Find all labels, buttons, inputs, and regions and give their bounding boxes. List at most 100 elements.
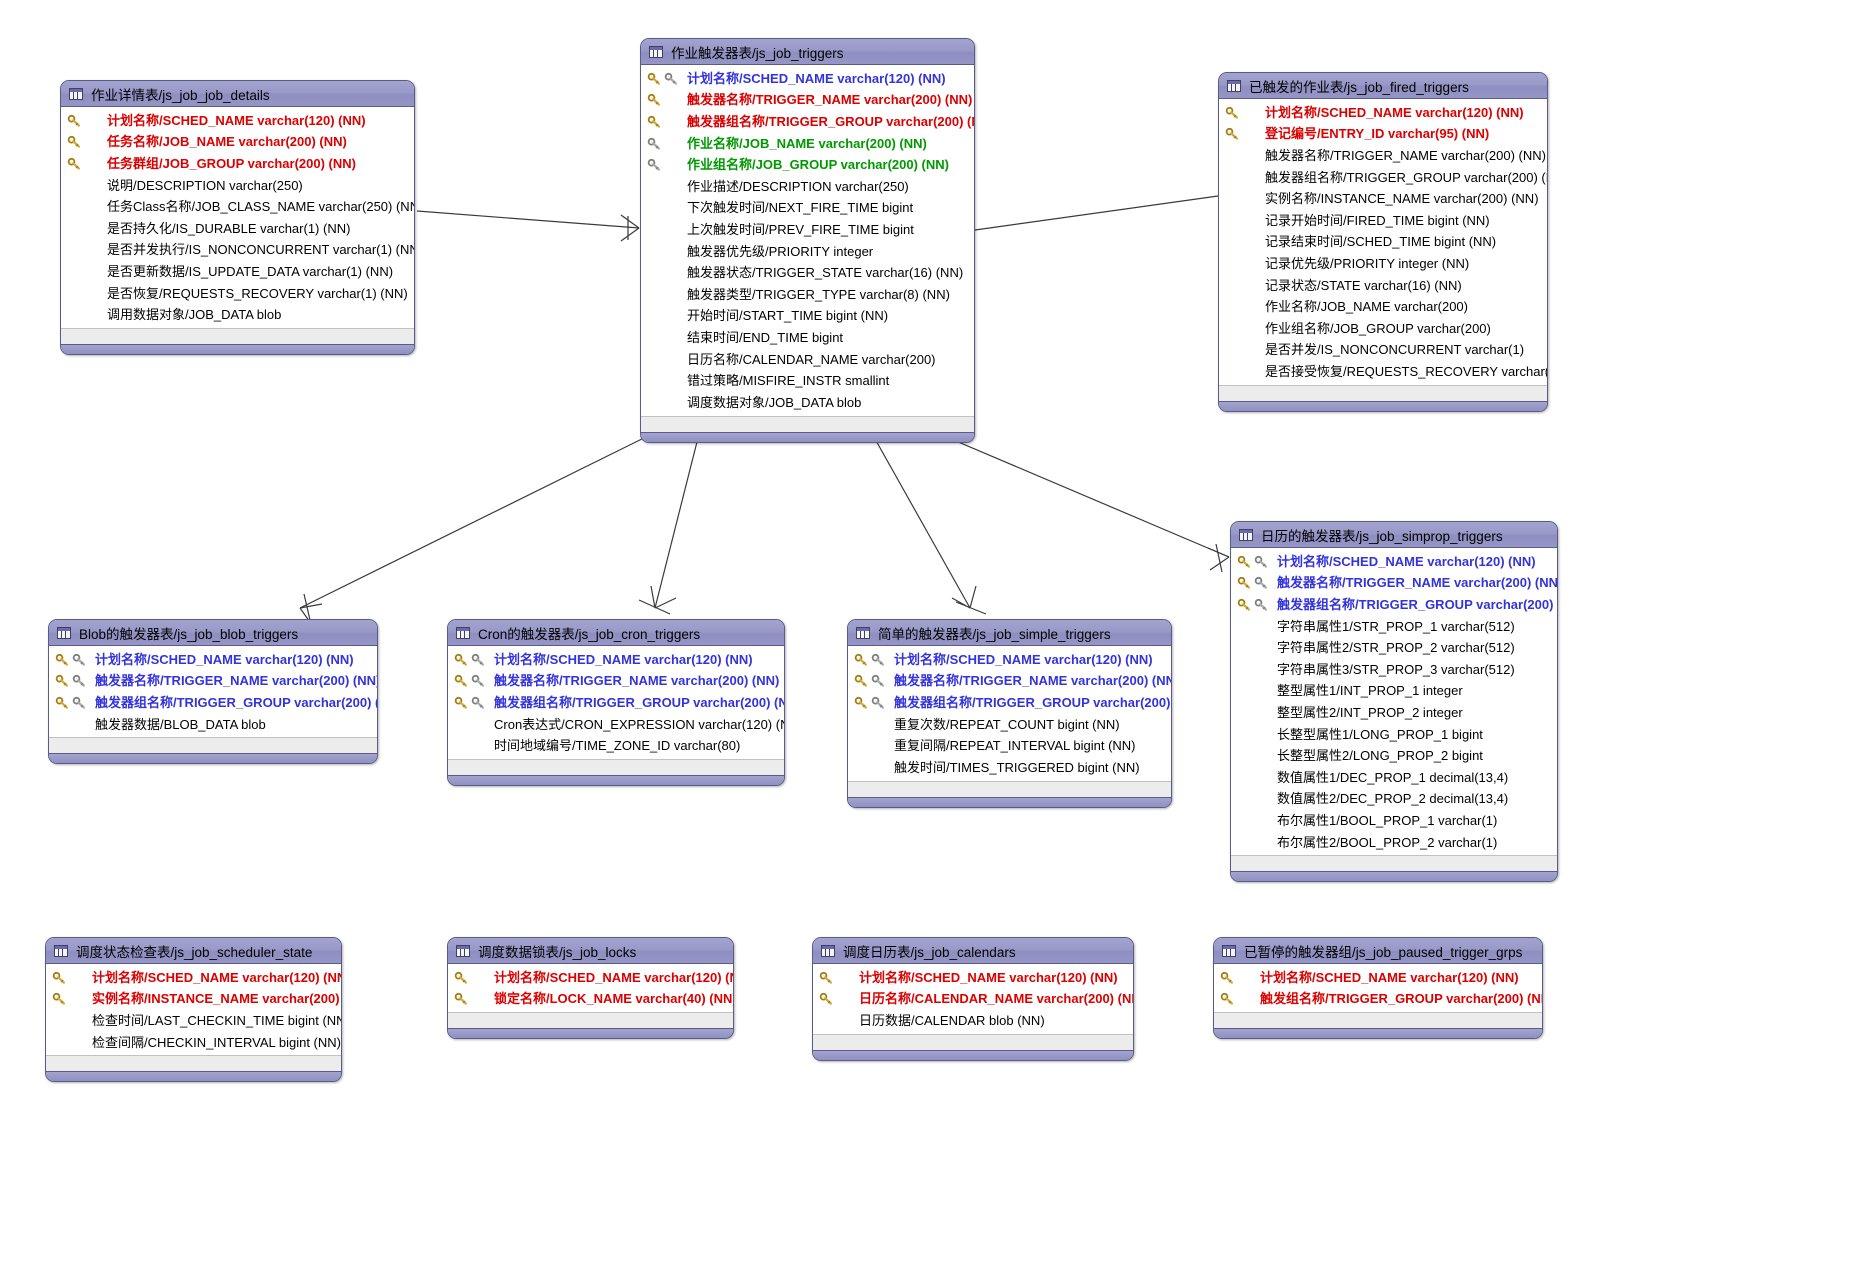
table-field-row[interactable]: 计划名称/SCHED_NAME varchar(120) (NN) xyxy=(1219,102,1547,124)
table-header-js_job_triggers[interactable]: 作业触发器表/js_job_triggers xyxy=(641,39,974,65)
table-field-row[interactable]: 整型属性1/INT_PROP_1 integer xyxy=(1231,681,1557,703)
entity-table-js_job_cron_triggers[interactable]: Cron的触发器表/js_job_cron_triggers 计划名称/SCHE… xyxy=(447,619,785,786)
table-header-js_job_paused_trigger_grps[interactable]: 已暂停的触发器组/js_job_paused_trigger_grps xyxy=(1214,938,1542,964)
table-field-row[interactable]: 布尔属性1/BOOL_PROP_1 varchar(1) xyxy=(1231,810,1557,832)
table-field-row[interactable]: 计划名称/SCHED_NAME varchar(120) (NN) xyxy=(848,649,1171,671)
table-field-row[interactable]: 记录结束时间/SCHED_TIME bigint (NN) xyxy=(1219,232,1547,254)
table-field-row[interactable]: 说明/DESCRIPTION varchar(250) xyxy=(61,175,414,197)
table-header-js_job_fired_triggers[interactable]: 已触发的作业表/js_job_fired_triggers xyxy=(1219,73,1547,99)
entity-table-js_job_job_details[interactable]: 作业详情表/js_job_job_details 计划名称/SCHED_NAME… xyxy=(60,80,415,355)
table-field-row[interactable]: 调度数据对象/JOB_DATA blob xyxy=(641,392,974,414)
table-field-row[interactable]: 触发器优先级/PRIORITY integer xyxy=(641,241,974,263)
table-field-row[interactable]: 计划名称/SCHED_NAME varchar(120) (NN) xyxy=(813,967,1133,989)
table-field-row[interactable]: 布尔属性2/BOOL_PROP_2 varchar(1) xyxy=(1231,832,1557,854)
table-field-row[interactable]: 计划名称/SCHED_NAME varchar(120) (NN) xyxy=(448,967,733,989)
table-field-row[interactable]: 计划名称/SCHED_NAME varchar(120) (NN) xyxy=(641,68,974,90)
table-field-row[interactable]: 触发器名称/TRIGGER_NAME varchar(200) (NN) xyxy=(448,671,784,693)
table-field-row[interactable]: 计划名称/SCHED_NAME varchar(120) (NN) xyxy=(1231,551,1557,573)
table-field-row[interactable]: 日历数据/CALENDAR blob (NN) xyxy=(813,1010,1133,1032)
table-field-row[interactable]: 长整型属性2/LONG_PROP_2 bigint xyxy=(1231,745,1557,767)
table-field-row[interactable]: 登记编号/ENTRY_ID varchar(95) (NN) xyxy=(1219,124,1547,146)
table-field-row[interactable]: 触发时间/TIMES_TRIGGERED bigint (NN) xyxy=(848,757,1171,779)
table-field-row[interactable]: 触发组名称/TRIGGER_GROUP varchar(200) (NN) xyxy=(1214,989,1542,1011)
table-field-row[interactable]: 实例名称/INSTANCE_NAME varchar(200) (NN) xyxy=(1219,188,1547,210)
table-field-row[interactable]: 触发器数据/BLOB_DATA blob xyxy=(49,714,377,736)
table-header-js_job_simple_triggers[interactable]: 简单的触发器表/js_job_simple_triggers xyxy=(848,620,1171,646)
table-field-row[interactable]: 触发器组名称/TRIGGER_GROUP varchar(200) (NN) xyxy=(49,692,377,714)
table-field-row[interactable]: 触发器组名称/TRIGGER_GROUP varchar(200) (NN) xyxy=(1219,167,1547,189)
entity-table-js_job_scheduler_state[interactable]: 调度状态检查表/js_job_scheduler_state 计划名称/SCHE… xyxy=(45,937,342,1083)
table-field-row[interactable]: 是否并发执行/IS_NONCONCURRENT varchar(1) (NN) xyxy=(61,240,414,262)
table-field-row[interactable]: 任务名称/JOB_NAME varchar(200) (NN) xyxy=(61,132,414,154)
table-field-row[interactable]: 触发器名称/TRIGGER_NAME varchar(200) (NN) xyxy=(1219,145,1547,167)
table-field-row[interactable]: 结束时间/END_TIME bigint xyxy=(641,327,974,349)
table-field-row[interactable]: 是否恢复/REQUESTS_RECOVERY varchar(1) (NN) xyxy=(61,283,414,305)
table-field-row[interactable]: 日历名称/CALENDAR_NAME varchar(200) xyxy=(641,349,974,371)
table-field-row[interactable]: 长整型属性1/LONG_PROP_1 bigint xyxy=(1231,724,1557,746)
table-field-row[interactable]: 计划名称/SCHED_NAME varchar(120) (NN) xyxy=(49,649,377,671)
table-field-row[interactable]: 字符串属性3/STR_PROP_3 varchar(512) xyxy=(1231,659,1557,681)
table-field-row[interactable]: 下次触发时间/NEXT_FIRE_TIME bigint xyxy=(641,198,974,220)
table-field-row[interactable]: 触发器组名称/TRIGGER_GROUP varchar(200) (NN) xyxy=(848,692,1171,714)
table-field-row[interactable]: 时间地域编号/TIME_ZONE_ID varchar(80) xyxy=(448,735,784,757)
table-header-js_job_blob_triggers[interactable]: Blob的触发器表/js_job_blob_triggers xyxy=(49,620,377,646)
table-field-row[interactable]: 错过策略/MISFIRE_INSTR smallint xyxy=(641,370,974,392)
table-field-row[interactable]: 开始时间/START_TIME bigint (NN) xyxy=(641,306,974,328)
table-field-row[interactable]: 作业名称/JOB_NAME varchar(200) (NN) xyxy=(641,133,974,155)
table-field-row[interactable]: 触发器组名称/TRIGGER_GROUP varchar(200) (NN) xyxy=(641,111,974,133)
table-field-row[interactable]: 触发器名称/TRIGGER_NAME varchar(200) (NN) xyxy=(1231,573,1557,595)
table-field-row[interactable]: 是否并发/IS_NONCONCURRENT varchar(1) xyxy=(1219,340,1547,362)
table-field-row[interactable]: 重复次数/REPEAT_COUNT bigint (NN) xyxy=(848,714,1171,736)
table-header-js_job_cron_triggers[interactable]: Cron的触发器表/js_job_cron_triggers xyxy=(448,620,784,646)
table-field-row[interactable]: 计划名称/SCHED_NAME varchar(120) (NN) xyxy=(448,649,784,671)
table-field-row[interactable]: 计划名称/SCHED_NAME varchar(120) (NN) xyxy=(46,967,341,989)
entity-table-js_job_locks[interactable]: 调度数据锁表/js_job_locks 计划名称/SCHED_NAME varc… xyxy=(447,937,734,1040)
table-field-row[interactable]: 字符串属性1/STR_PROP_1 varchar(512) xyxy=(1231,616,1557,638)
table-field-row[interactable]: 日历名称/CALENDAR_NAME varchar(200) (NN) xyxy=(813,989,1133,1011)
entity-table-js_job_fired_triggers[interactable]: 已触发的作业表/js_job_fired_triggers 计划名称/SCHED… xyxy=(1218,72,1548,412)
table-field-row[interactable]: Cron表达式/CRON_EXPRESSION varchar(120) (NN… xyxy=(448,714,784,736)
table-field-row[interactable]: 整型属性2/INT_PROP_2 integer xyxy=(1231,702,1557,724)
table-field-row[interactable]: 调用数据对象/JOB_DATA blob xyxy=(61,304,414,326)
table-header-js_job_calendars[interactable]: 调度日历表/js_job_calendars xyxy=(813,938,1133,964)
table-field-row[interactable]: 计划名称/SCHED_NAME varchar(120) (NN) xyxy=(61,110,414,132)
table-field-row[interactable]: 检查间隔/CHECKIN_INTERVAL bigint (NN) xyxy=(46,1032,341,1054)
table-field-row[interactable]: 记录优先级/PRIORITY integer (NN) xyxy=(1219,253,1547,275)
entity-table-js_job_simprop_triggers[interactable]: 日历的触发器表/js_job_simprop_triggers 计划名称/SCH… xyxy=(1230,521,1558,883)
table-field-row[interactable]: 触发器名称/TRIGGER_NAME varchar(200) (NN) xyxy=(641,90,974,112)
entity-table-js_job_simple_triggers[interactable]: 简单的触发器表/js_job_simple_triggers 计划名称/SCHE… xyxy=(847,619,1172,808)
table-field-row[interactable]: 数值属性1/DEC_PROP_1 decimal(13,4) xyxy=(1231,767,1557,789)
table-header-js_job_simprop_triggers[interactable]: 日历的触发器表/js_job_simprop_triggers xyxy=(1231,522,1557,548)
table-header-js_job_scheduler_state[interactable]: 调度状态检查表/js_job_scheduler_state xyxy=(46,938,341,964)
table-field-row[interactable]: 触发器名称/TRIGGER_NAME varchar(200) (NN) xyxy=(49,671,377,693)
entity-table-js_job_calendars[interactable]: 调度日历表/js_job_calendars 计划名称/SCHED_NAME v… xyxy=(812,937,1134,1061)
table-field-row[interactable]: 任务Class名称/JOB_CLASS_NAME varchar(250) (N… xyxy=(61,196,414,218)
table-field-row[interactable]: 记录开始时间/FIRED_TIME bigint (NN) xyxy=(1219,210,1547,232)
table-field-row[interactable]: 作业组名称/JOB_GROUP varchar(200) (NN) xyxy=(641,154,974,176)
table-header-js_job_locks[interactable]: 调度数据锁表/js_job_locks xyxy=(448,938,733,964)
table-field-row[interactable]: 计划名称/SCHED_NAME varchar(120) (NN) xyxy=(1214,967,1542,989)
table-field-row[interactable]: 是否更新数据/IS_UPDATE_DATA varchar(1) (NN) xyxy=(61,261,414,283)
table-field-row[interactable]: 作业名称/JOB_NAME varchar(200) xyxy=(1219,296,1547,318)
table-field-row[interactable]: 任务群组/JOB_GROUP varchar(200) (NN) xyxy=(61,153,414,175)
table-field-row[interactable]: 触发器组名称/TRIGGER_GROUP varchar(200) (NN) xyxy=(448,692,784,714)
table-field-row[interactable]: 触发器状态/TRIGGER_STATE varchar(16) (NN) xyxy=(641,262,974,284)
entity-table-js_job_triggers[interactable]: 作业触发器表/js_job_triggers 计划名称/SCHED_NAME v… xyxy=(640,38,975,443)
table-field-row[interactable]: 作业组名称/JOB_GROUP varchar(200) xyxy=(1219,318,1547,340)
table-field-row[interactable]: 触发器类型/TRIGGER_TYPE varchar(8) (NN) xyxy=(641,284,974,306)
table-field-row[interactable]: 检查时间/LAST_CHECKIN_TIME bigint (NN) xyxy=(46,1010,341,1032)
table-field-row[interactable]: 上次触发时间/PREV_FIRE_TIME bigint xyxy=(641,219,974,241)
entity-table-js_job_paused_trigger_grps[interactable]: 已暂停的触发器组/js_job_paused_trigger_grps 计划名称… xyxy=(1213,937,1543,1040)
table-field-row[interactable]: 锁定名称/LOCK_NAME varchar(40) (NN) xyxy=(448,989,733,1011)
table-field-row[interactable]: 触发器名称/TRIGGER_NAME varchar(200) (NN) xyxy=(848,671,1171,693)
table-field-row[interactable]: 作业描述/DESCRIPTION varchar(250) xyxy=(641,176,974,198)
table-field-row[interactable]: 实例名称/INSTANCE_NAME varchar(200) (NN) xyxy=(46,989,341,1011)
table-field-row[interactable]: 记录状态/STATE varchar(16) (NN) xyxy=(1219,275,1547,297)
table-field-row[interactable]: 是否接受恢复/REQUESTS_RECOVERY varchar(1) xyxy=(1219,361,1547,383)
table-field-row[interactable]: 字符串属性2/STR_PROP_2 varchar(512) xyxy=(1231,637,1557,659)
table-header-js_job_job_details[interactable]: 作业详情表/js_job_job_details xyxy=(61,81,414,107)
table-field-row[interactable]: 触发器组名称/TRIGGER_GROUP varchar(200) (NN) xyxy=(1231,594,1557,616)
table-field-row[interactable]: 数值属性2/DEC_PROP_2 decimal(13,4) xyxy=(1231,789,1557,811)
table-field-row[interactable]: 是否持久化/IS_DURABLE varchar(1) (NN) xyxy=(61,218,414,240)
entity-table-js_job_blob_triggers[interactable]: Blob的触发器表/js_job_blob_triggers 计划名称/SCHE… xyxy=(48,619,378,765)
